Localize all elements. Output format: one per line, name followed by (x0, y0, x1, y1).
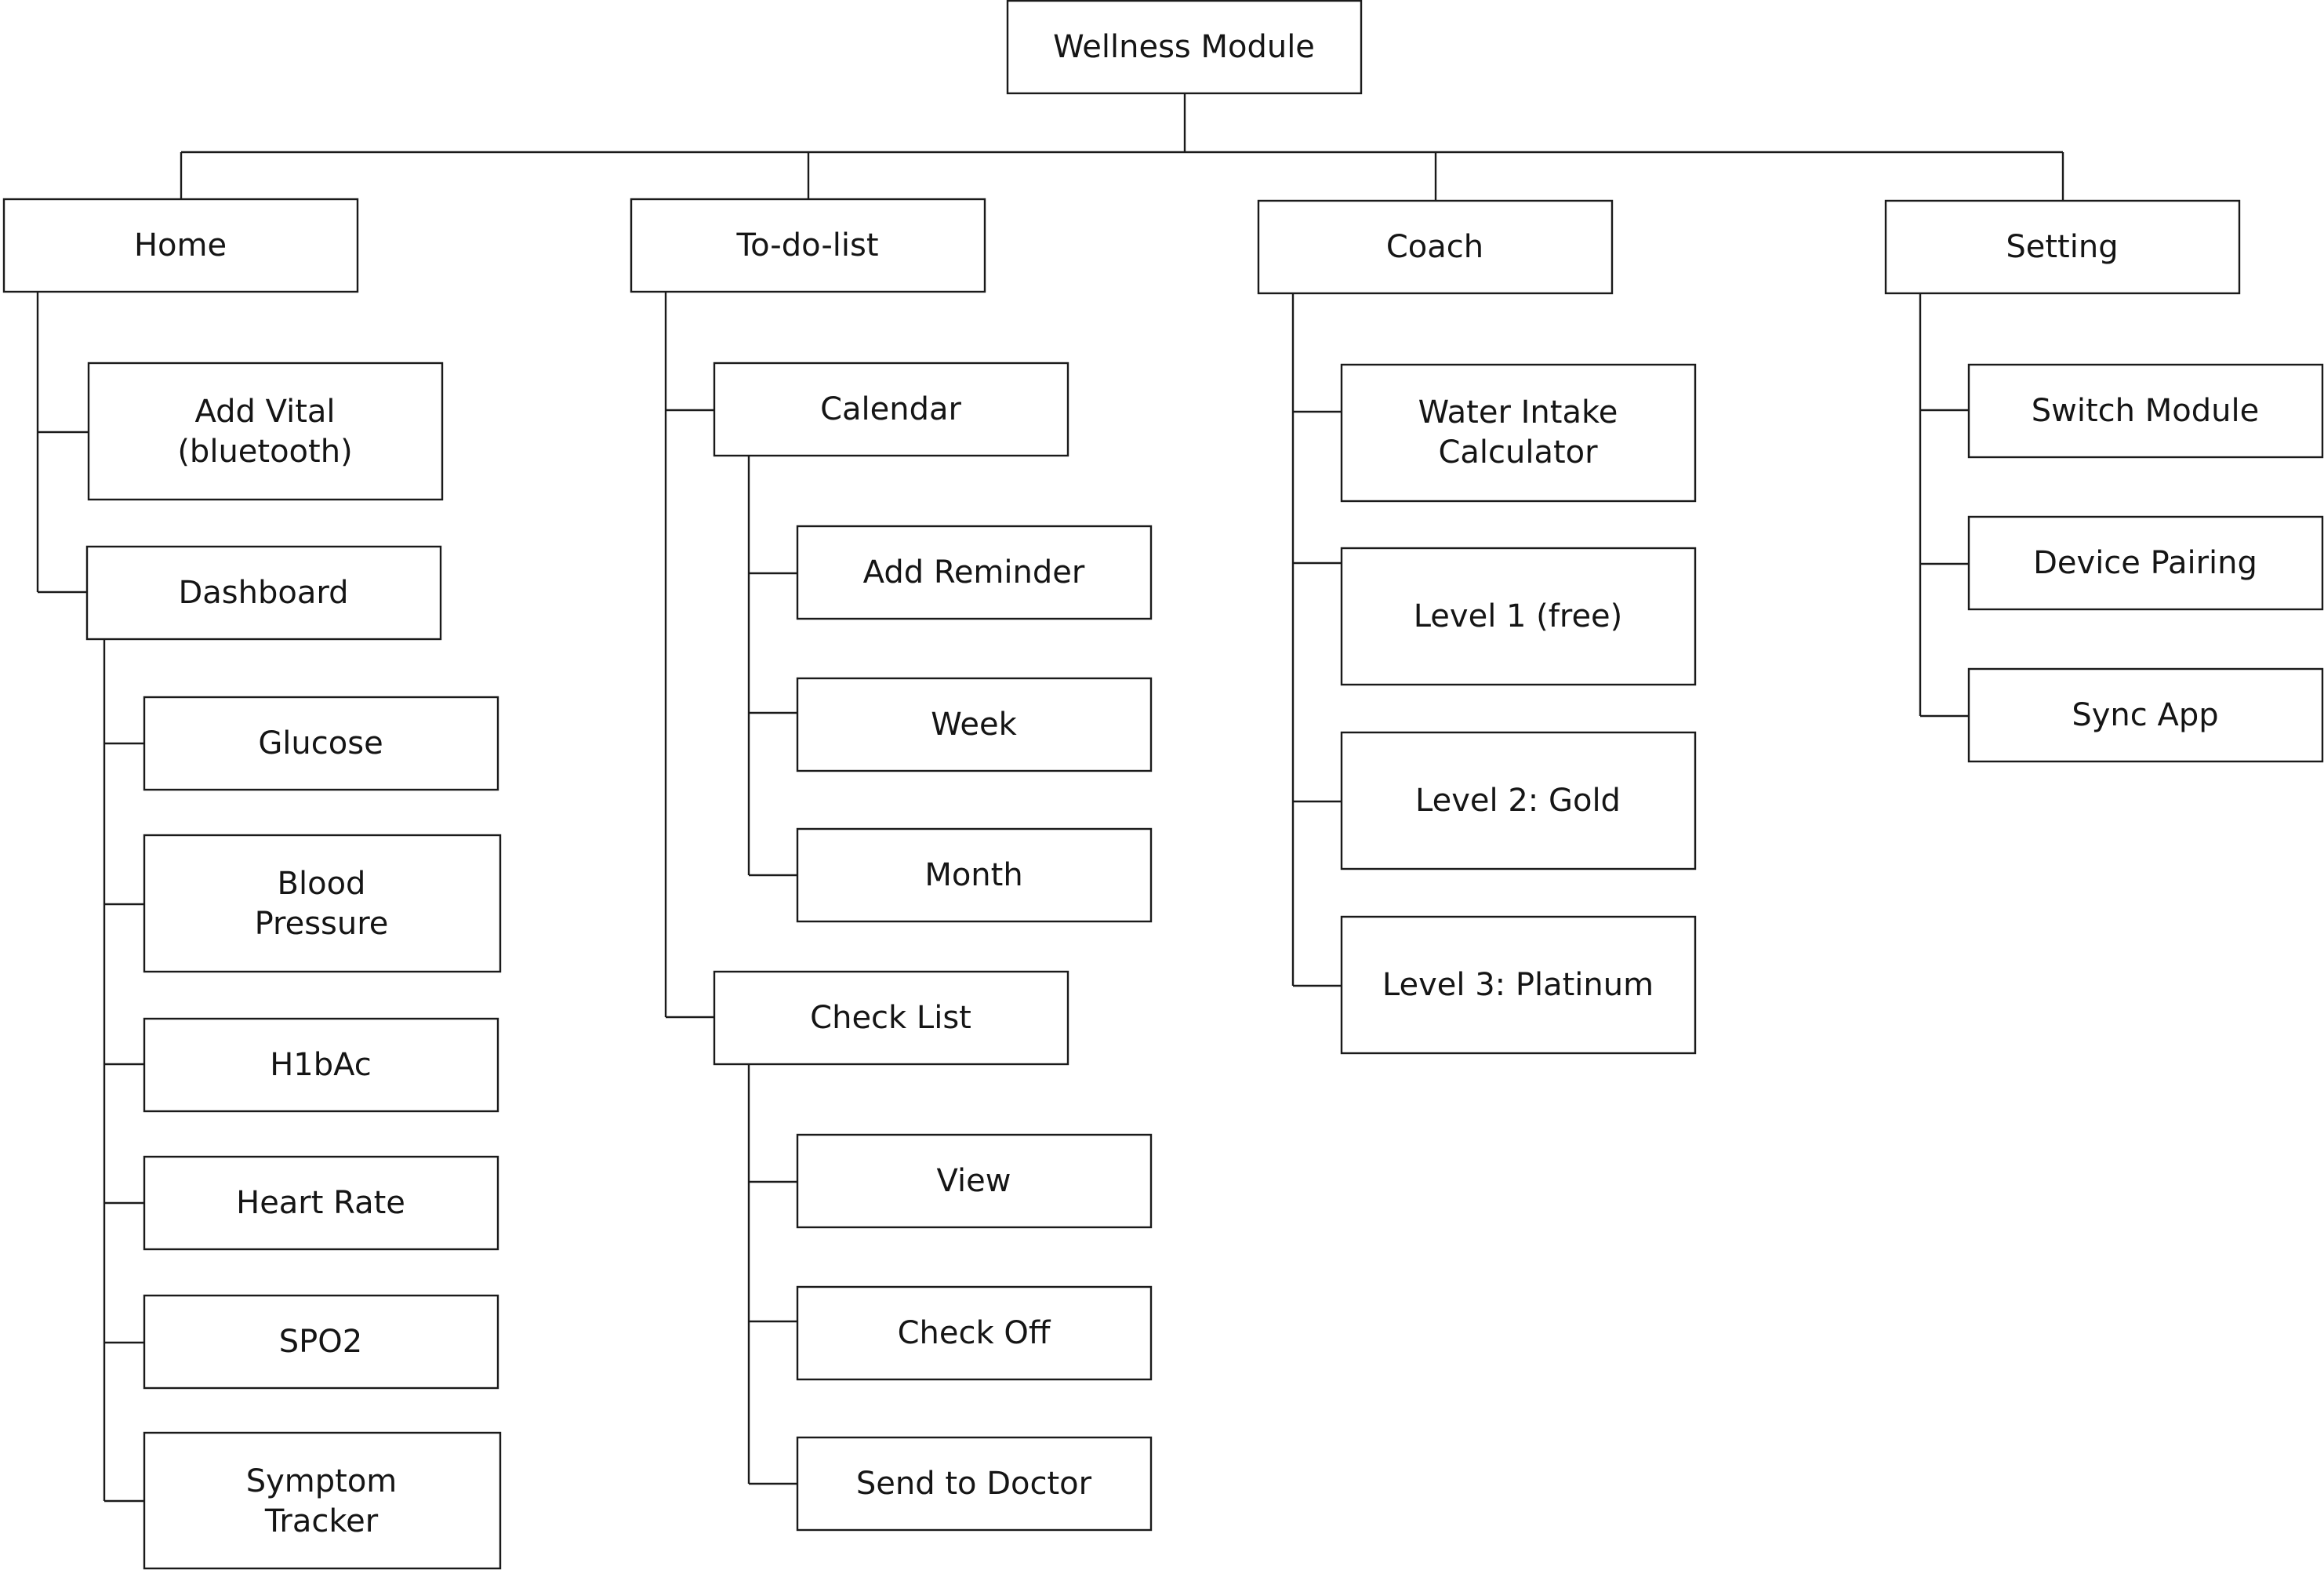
node-heart-rate: Heart Rate (143, 1155, 499, 1251)
node-label: Month (924, 857, 1022, 893)
node-label-line2: (bluetooth) (177, 434, 352, 470)
node-label-line2: Calculator (1438, 434, 1598, 471)
node-label: Glucose (258, 725, 383, 761)
connector-lines (36, 93, 2064, 1503)
node-label: Heart Rate (236, 1185, 405, 1221)
node-symptom-tracker: Symptom Tracker (143, 1431, 502, 1570)
node-label: Week (931, 707, 1017, 743)
node-check-off: Check Off (796, 1285, 1153, 1381)
node-label: Calendar (820, 391, 961, 427)
node-water-intake-calculator: Water Intake Calculator (1340, 363, 1697, 503)
node-blood-pressure: Blood Pressure (143, 834, 502, 973)
node-label: Switch Module (2032, 393, 2259, 429)
node-send-to-doctor: Send to Doctor (796, 1436, 1153, 1532)
node-setting: Setting (1884, 199, 2241, 295)
node-week: Week (796, 677, 1153, 772)
node-label: Level 3: Platinum (1382, 967, 1654, 1003)
node-level-1: Level 1 (free) (1340, 547, 1697, 686)
node-level-2: Level 2: Gold (1340, 731, 1697, 870)
node-device-pairing: Device Pairing (1967, 515, 2324, 611)
node-calendar: Calendar (713, 362, 1069, 457)
node-label: H1bAc (270, 1047, 372, 1083)
node-switch-module: Switch Module (1967, 363, 2324, 459)
node-sync-app: Sync App (1967, 667, 2324, 763)
node-add-vital: Add Vital (bluetooth) (87, 362, 444, 501)
node-label: Sync App (2072, 697, 2218, 733)
node-label: Send to Doctor (856, 1466, 1092, 1502)
node-label-line1: Add Vital (194, 394, 335, 430)
node-label-line1: Blood (278, 866, 366, 902)
node-glucose: Glucose (143, 696, 499, 791)
node-check-list: Check List (713, 970, 1069, 1066)
node-label: Wellness Module (1053, 29, 1315, 65)
node-label: Home (134, 227, 227, 263)
node-label: Check List (810, 1000, 971, 1036)
node-label: Setting (2006, 229, 2118, 265)
node-label-line2: Pressure (255, 906, 389, 942)
node-label: Device Pairing (2033, 545, 2257, 581)
node-label: Check Off (898, 1315, 1051, 1351)
node-label: Add Reminder (863, 554, 1085, 591)
node-add-reminder: Add Reminder (796, 525, 1153, 620)
node-view: View (796, 1133, 1153, 1229)
node-wellness-module: Wellness Module (1006, 0, 1363, 95)
node-coach: Coach (1257, 199, 1614, 295)
node-label-line1: Symptom (246, 1463, 398, 1499)
node-label: Coach (1386, 229, 1483, 265)
node-label: Level 1 (free) (1414, 598, 1623, 634)
node-home: Home (2, 198, 359, 293)
node-label-line2: Tracker (264, 1503, 379, 1539)
node-month: Month (796, 827, 1153, 923)
node-to-do-list: To-do-list (630, 198, 986, 293)
node-label: SPO2 (279, 1324, 362, 1360)
node-level-3: Level 3: Platinum (1340, 915, 1697, 1055)
node-spo2: SPO2 (143, 1294, 499, 1390)
node-label-line1: Water Intake (1418, 394, 1618, 431)
node-label: To-do-list (735, 227, 878, 263)
node-dashboard: Dashboard (85, 545, 442, 641)
node-label: Level 2: Gold (1415, 783, 1621, 819)
node-h1bac: H1bAc (143, 1017, 499, 1113)
node-label: View (937, 1163, 1011, 1199)
node-label: Dashboard (178, 575, 348, 611)
